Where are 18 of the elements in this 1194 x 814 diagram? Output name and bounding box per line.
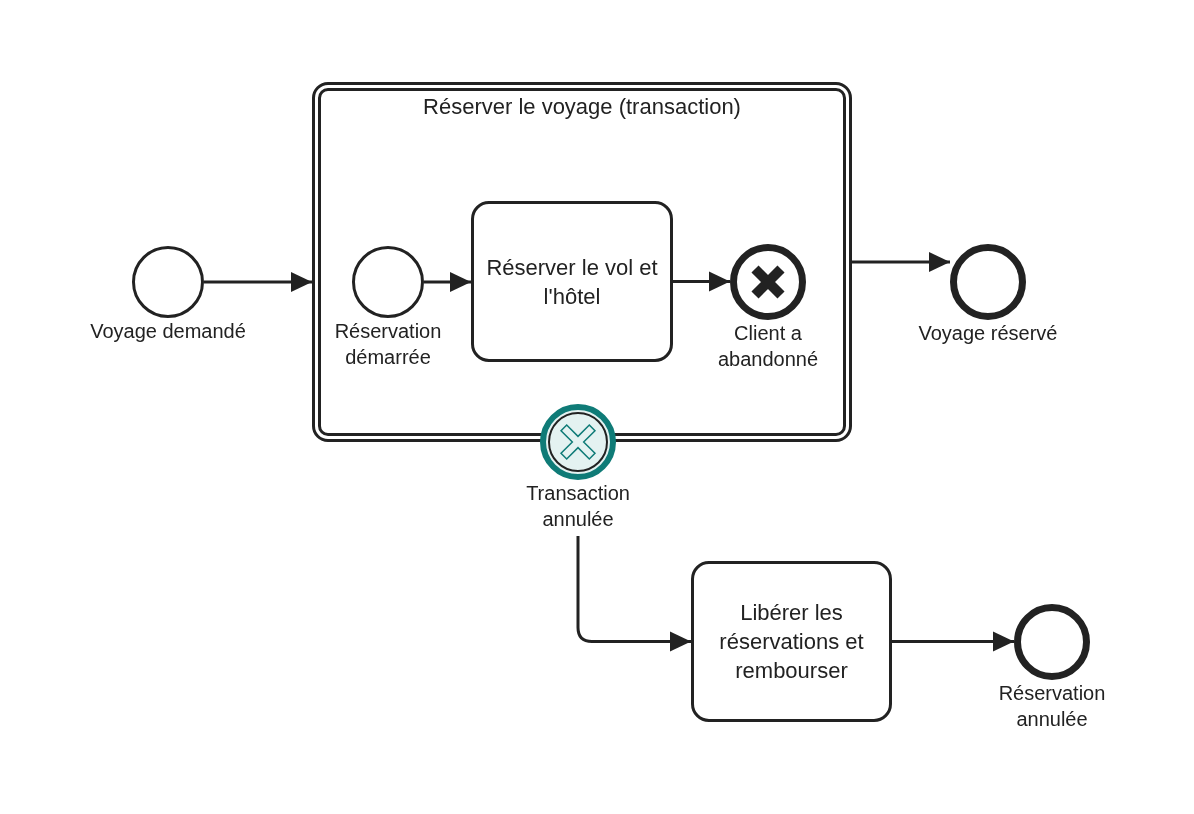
event-label: Réservation annulée (997, 681, 1107, 732)
event-label: Voyage réservé (917, 321, 1059, 346)
event-label: Client a abandonné (716, 321, 820, 372)
sequence-flow-arrow (852, 252, 950, 272)
task-label: Libérer les réservations et rembourser (718, 599, 865, 685)
task-label: Réserver le vol et l'hôtel (485, 253, 659, 311)
sequence-flow-arrow (673, 271, 730, 292)
task-box (691, 561, 892, 722)
task-box (471, 201, 673, 362)
sequence-flow-arrow (892, 631, 1014, 652)
sequence-flow-arrow (576, 536, 691, 652)
subprocess-title: Réserver le voyage (transaction) (423, 94, 741, 119)
event-label: Réservation démarrée (333, 319, 443, 370)
sequence-flow-arrow (204, 272, 312, 292)
sequence-flow-arrow (424, 272, 471, 292)
transaction-subprocess-box (312, 82, 852, 442)
event-label: Transaction annulée (525, 481, 631, 532)
event-label: Voyage demandé (89, 319, 247, 344)
